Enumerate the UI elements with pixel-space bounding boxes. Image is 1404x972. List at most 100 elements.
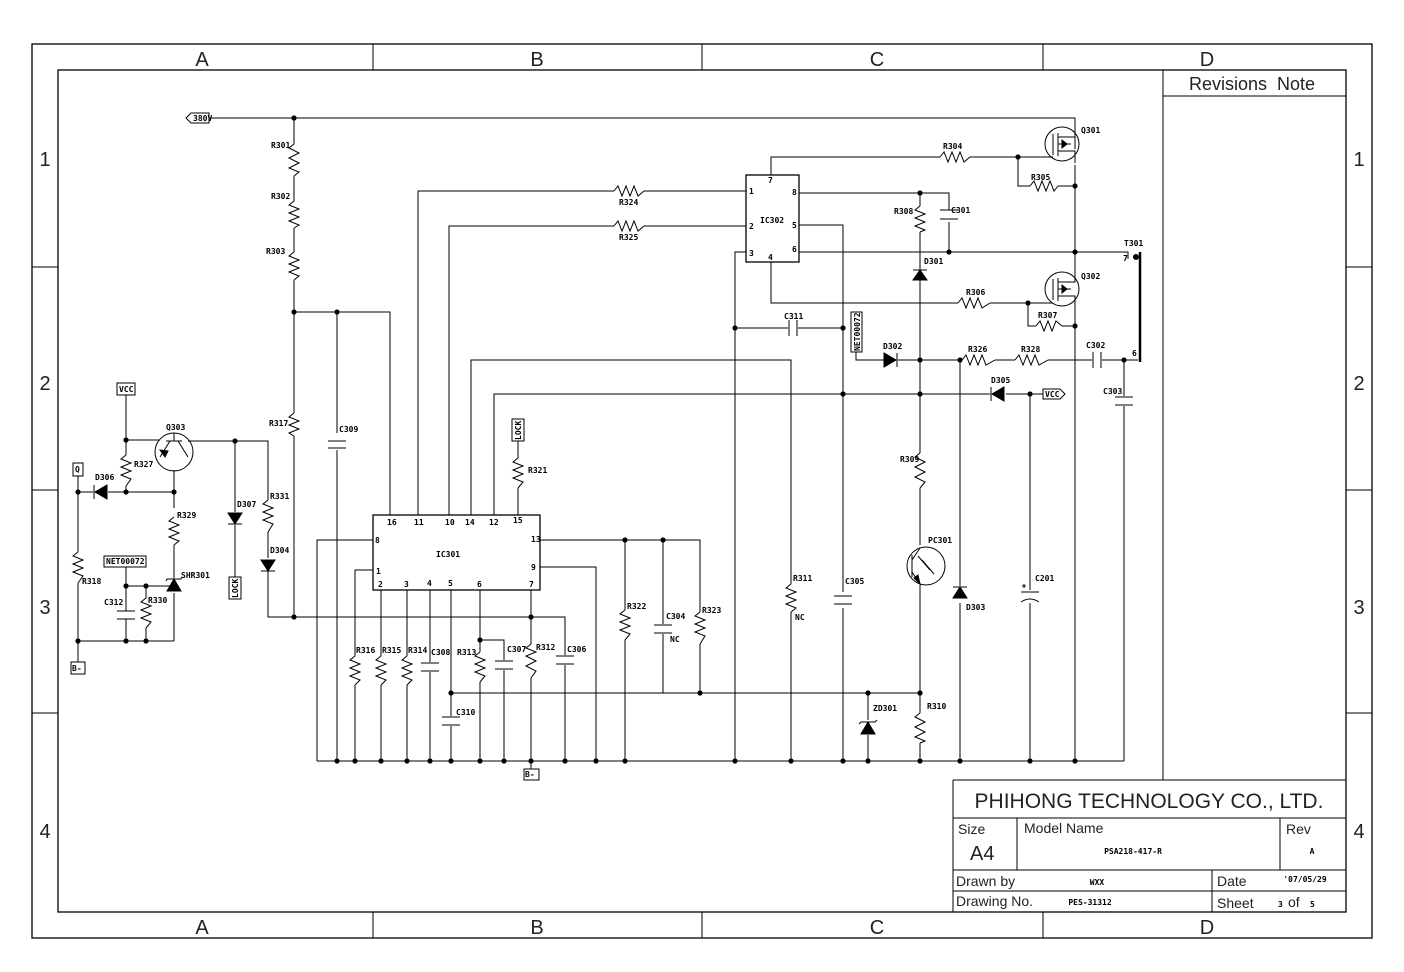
- capacitor-c302: [1092, 352, 1102, 368]
- svg-text:VCC: VCC: [119, 385, 134, 394]
- svg-text:14: 14: [465, 518, 475, 527]
- row-label-4-right: 4: [1353, 821, 1364, 843]
- net-label-net00072-right: NET00072: [850, 311, 863, 353]
- resistor-r312: [524, 643, 538, 679]
- svg-text:C307: C307: [507, 645, 526, 654]
- svg-text:B-: B-: [525, 770, 535, 779]
- capacitor-c308: [421, 662, 439, 672]
- row-label-1-left: 1: [39, 149, 50, 171]
- capacitor-c307: [495, 660, 513, 670]
- resistor-r315: [374, 655, 388, 686]
- capacitor-c306: [556, 655, 574, 665]
- svg-text:5: 5: [792, 221, 797, 230]
- resistor-r323: [693, 611, 707, 645]
- size-value: A4: [970, 843, 994, 865]
- inner-frame: [57, 69, 1347, 913]
- svg-text:D307: D307: [237, 500, 256, 509]
- svg-text:Q303: Q303: [166, 423, 185, 432]
- svg-text:C312: C312: [104, 598, 123, 607]
- resistor-r307: [1035, 319, 1063, 333]
- svg-text:C201: C201: [1035, 574, 1054, 583]
- svg-text:8: 8: [792, 188, 797, 197]
- sheet-number: 3: [1278, 900, 1283, 909]
- svg-text:6: 6: [792, 245, 797, 254]
- svg-text:5: 5: [448, 579, 453, 588]
- svg-text:R327: R327: [134, 460, 153, 469]
- wires: [77, 117, 1142, 769]
- ic301-label: IC301: [436, 550, 460, 559]
- resistor-r301: [287, 140, 301, 177]
- svg-text:C304: C304: [666, 612, 685, 621]
- drawn-by-value: WXX: [1090, 878, 1105, 887]
- resistor-r308: [913, 205, 927, 233]
- svg-text:15: 15: [513, 516, 523, 525]
- row-label-4-left: 4: [39, 821, 50, 843]
- svg-text:380V: 380V: [193, 114, 212, 123]
- resistor-r311: [784, 583, 798, 613]
- svg-text:R308: R308: [894, 207, 913, 216]
- col-label-a-bottom: A: [195, 917, 209, 939]
- svg-text:R325: R325: [619, 233, 638, 242]
- svg-text:R329: R329: [177, 511, 196, 520]
- drawing-no-label: Drawing No.: [956, 893, 1033, 909]
- col-label-b-top: B: [530, 49, 543, 71]
- svg-text:R317: R317: [269, 419, 288, 428]
- resistor-r313: [473, 651, 487, 683]
- port-b-minus-bottom: B-: [523, 768, 540, 781]
- svg-text:R307: R307: [1038, 311, 1057, 320]
- title-block: PHIHONG TECHNOLOGY CO., LTD. Size A4 Mod…: [952, 779, 1346, 912]
- rev-label: Rev: [1286, 821, 1311, 837]
- svg-text:4: 4: [768, 253, 773, 262]
- resistor-r316: [348, 655, 362, 686]
- resistor-r317: [287, 412, 301, 437]
- resistor-r321: [511, 457, 525, 489]
- size-label: Size: [958, 821, 985, 837]
- svg-text:D306: D306: [95, 473, 114, 482]
- svg-text:R321: R321: [528, 466, 547, 475]
- svg-text:8: 8: [375, 536, 380, 545]
- model-label: Model Name: [1024, 820, 1104, 836]
- sheet-of: of: [1288, 894, 1300, 910]
- svg-text:Q302: Q302: [1081, 272, 1100, 281]
- svg-text:R315: R315: [382, 646, 401, 655]
- revisions-note-title: Revisions Note: [1189, 74, 1315, 94]
- svg-text:R302: R302: [271, 192, 290, 201]
- svg-text:D302: D302: [883, 342, 902, 351]
- svg-text:R326: R326: [968, 345, 987, 354]
- svg-text:NET00072: NET00072: [106, 557, 145, 566]
- diode-d304: [260, 559, 276, 572]
- svg-text:T301: T301: [1124, 239, 1143, 248]
- svg-text:R303: R303: [266, 247, 285, 256]
- svg-text:SHR301: SHR301: [181, 571, 210, 580]
- ic302-body: [745, 174, 800, 263]
- svg-text:NC: NC: [795, 613, 805, 622]
- svg-text:R318: R318: [82, 577, 101, 586]
- svg-text:C308: C308: [431, 648, 450, 657]
- resistor-r325: [613, 219, 645, 233]
- svg-text:9: 9: [531, 563, 536, 572]
- svg-text:C310: C310: [456, 708, 475, 717]
- svg-text:10: 10: [445, 518, 455, 527]
- svg-text:R306: R306: [966, 288, 985, 297]
- svg-text:LOCK: LOCK: [231, 579, 240, 598]
- capacitor-c309: [328, 440, 346, 449]
- svg-text:Q: Q: [75, 465, 80, 474]
- svg-text:R314: R314: [408, 646, 427, 655]
- svg-text:R331: R331: [270, 492, 289, 501]
- svg-text:12: 12: [489, 518, 499, 527]
- resistor-r305: [1029, 179, 1059, 193]
- date-value: '07/05/29: [1283, 875, 1327, 884]
- ic302-label: IC302: [760, 216, 784, 225]
- mosfet-q302: [1040, 271, 1080, 307]
- svg-text:D301: D301: [924, 257, 943, 266]
- port-q: Q: [72, 462, 84, 477]
- ic301-body: [372, 514, 541, 591]
- resistor-r310: [913, 712, 927, 744]
- shunt-regulator-shr301: [165, 576, 183, 592]
- diode-d306: [93, 484, 108, 500]
- resistor-r326: [961, 353, 996, 367]
- svg-text:3: 3: [749, 249, 754, 258]
- resistor-r324: [613, 184, 645, 198]
- svg-text:C303: C303: [1103, 387, 1122, 396]
